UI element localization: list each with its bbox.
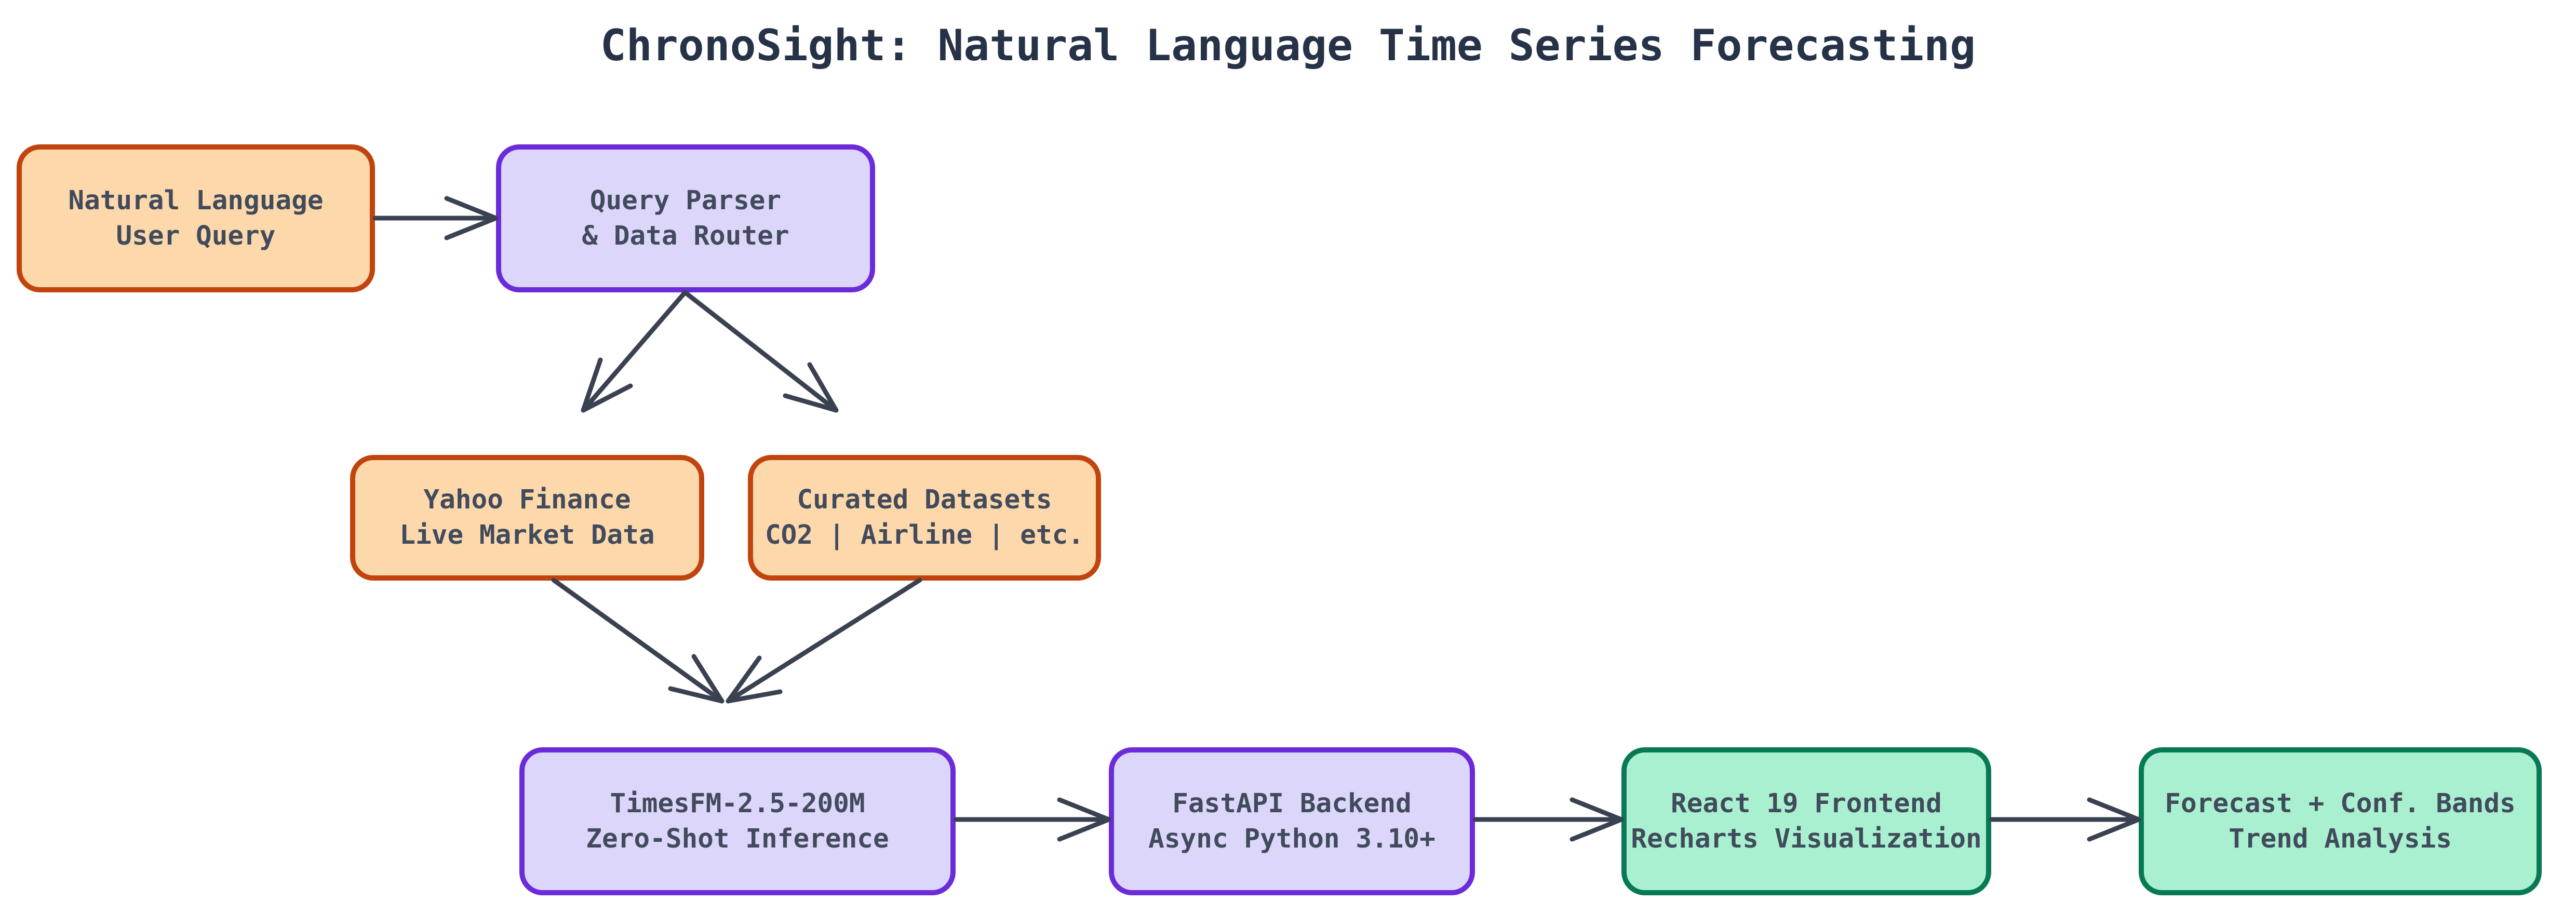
edge-query-parser-to-yahoo-finance [581, 290, 688, 413]
node-label-line: React 19 Frontend [1671, 788, 1942, 819]
node-label-line: Trend Analysis [2229, 823, 2452, 854]
node-label-line: CO2 | Airline | etc. [764, 520, 1084, 550]
node-label-line: Query Parser [589, 185, 782, 216]
diagram-title: ChronoSight: Natural Language Time Serie… [600, 20, 1976, 71]
node-natural-language-user-query: Natural Language User Query [17, 144, 375, 292]
node-curated-datasets: Curated Datasets CO2 | Airline | etc. [748, 455, 1101, 581]
node-label-line: User Query [116, 220, 276, 251]
node-fastapi-backend: FastAPI Backend Async Python 3.10+ [1109, 747, 1475, 895]
node-label-line: Natural Language [68, 185, 324, 216]
node-label-line: Yahoo Finance [423, 485, 631, 515]
node-query-parser-data-router: Query Parser & Data Router [496, 144, 875, 292]
node-react-frontend: React 19 Frontend Recharts Visualization [1621, 747, 1991, 895]
node-label-line: Curated Datasets [797, 485, 1052, 515]
node-label-line: Recharts Visualization [1631, 823, 1982, 854]
node-label-line: Live Market Data [399, 520, 655, 550]
edge-curated-datasets-to-timesfm [726, 577, 922, 704]
edge-yahoo-finance-to-timesfm [551, 577, 725, 704]
node-yahoo-finance: Yahoo Finance Live Market Data [350, 455, 704, 581]
node-label-line: Async Python 3.10+ [1148, 823, 1435, 854]
node-label-line: FastAPI Backend [1172, 788, 1412, 819]
edge-query-parser-to-curated-datasets [682, 290, 839, 413]
edge-timesfm-to-fastapi [953, 797, 1111, 842]
node-label-line: TimesFM-2.5-200M [610, 788, 865, 819]
edge-react-frontend-to-forecast-output [1989, 797, 2141, 842]
node-label-line: & Data Router [582, 220, 789, 251]
node-label-line: Zero-Shot Inference [586, 823, 889, 854]
node-timesfm-inference: TimesFM-2.5-200M Zero-Shot Inference [519, 747, 956, 895]
node-label-line: Forecast + Conf. Bands [2165, 788, 2516, 819]
edge-user-query-to-query-parser [372, 196, 499, 240]
node-forecast-output: Forecast + Conf. Bands Trend Analysis [2139, 747, 2542, 895]
edge-fastapi-to-react-frontend [1472, 797, 1624, 842]
